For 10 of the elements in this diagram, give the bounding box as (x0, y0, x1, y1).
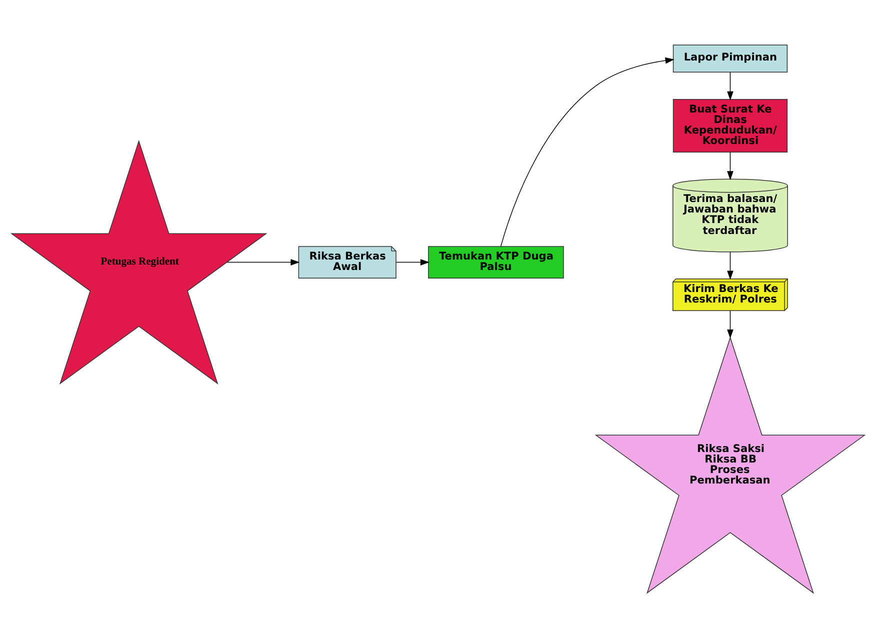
node-box: Lapor Pimpinan (672, 44, 788, 72)
node-box: Buat Surat Ke Dinas Kependudukan/ Koordinsi (672, 98, 788, 152)
arrow (396, 258, 430, 265)
arrow (727, 151, 734, 180)
arrow (500, 56, 674, 246)
arrow (727, 310, 734, 338)
arrow (727, 251, 734, 280)
arrow (226, 258, 300, 265)
node-box: Temukan KTP Duga Palsu (428, 246, 564, 278)
arrow (727, 71, 734, 100)
